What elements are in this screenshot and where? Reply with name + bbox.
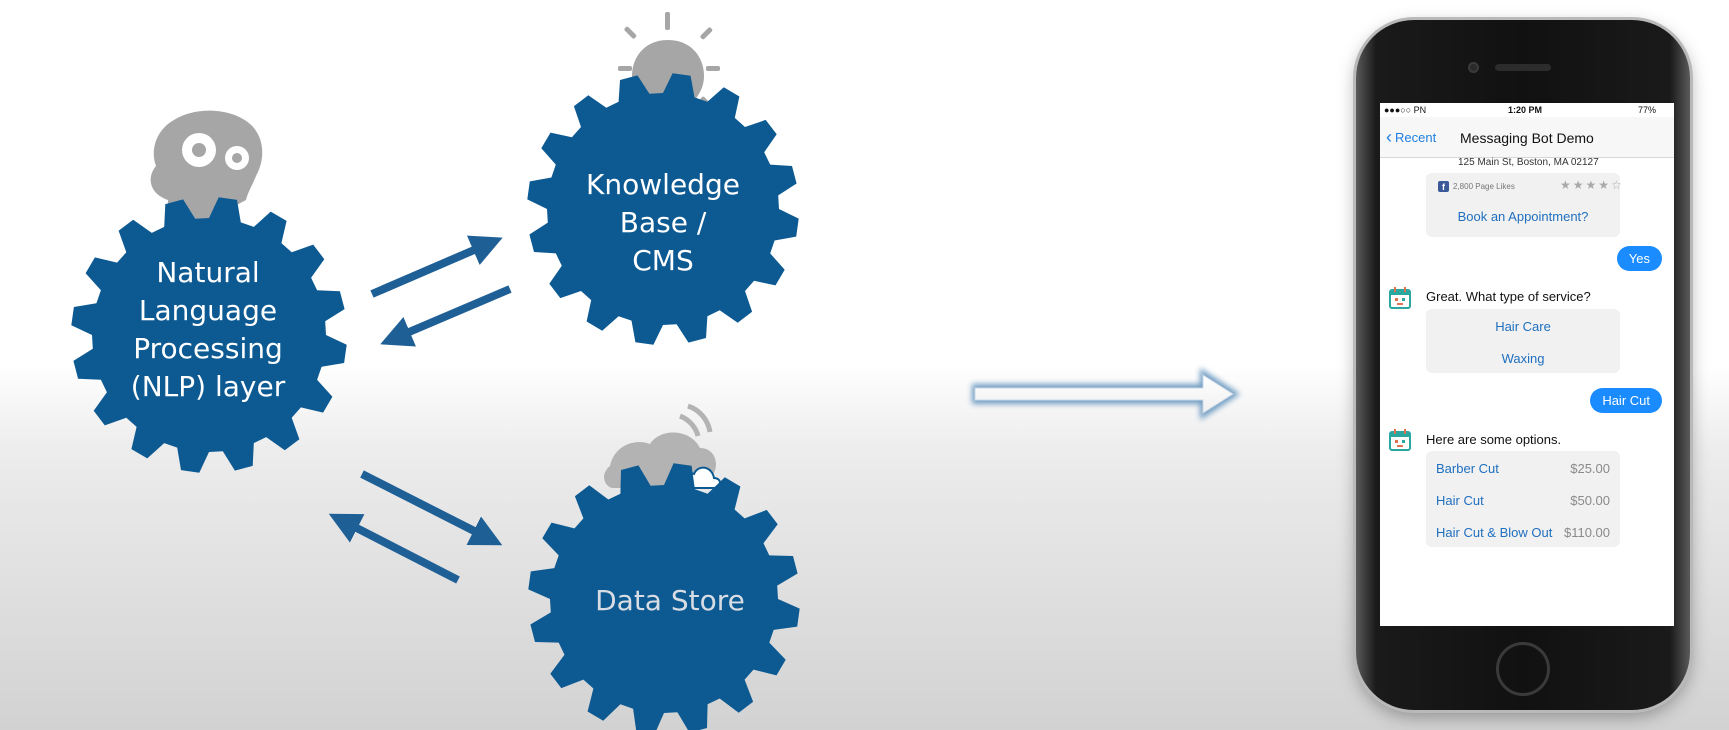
price-option-name: Barber Cut — [1436, 461, 1499, 476]
user-message-yes: Yes — [1616, 246, 1662, 271]
business-address: 125 Main St, Boston, MA 02127 — [1458, 157, 1599, 168]
chat-title: Messaging Bot Demo — [1460, 130, 1594, 146]
knowledge-base-gear — [527, 73, 799, 345]
price-option-price: $25.00 — [1570, 461, 1610, 476]
arrow-nlp-to-ds — [360, 470, 503, 546]
kb-label-line-3: CMS — [632, 244, 693, 277]
status-bar: ●●●○○ PN 1:20 PM 77% — [1380, 103, 1674, 117]
back-button[interactable]: ‹ Recent — [1386, 127, 1437, 147]
gear-shape — [527, 73, 799, 345]
gear-shape — [71, 197, 347, 473]
service-option-waxing[interactable]: Waxing — [1501, 351, 1545, 366]
price-option-name: Hair Cut — [1436, 493, 1484, 508]
arrow-kb-to-nlp — [380, 285, 512, 347]
price-option-price: $110.00 — [1563, 525, 1610, 540]
gear-shape — [528, 463, 800, 730]
phone-mockup: ●●●○○ PN 1:20 PM 77% ‹ Recent Messaging … — [1356, 20, 1690, 710]
rating-stars: ★★★★☆ — [1560, 178, 1624, 192]
kb-label-line-2: Base / — [620, 206, 707, 239]
nav-bar: ‹ Recent Messaging Bot Demo — [1380, 117, 1674, 158]
camera-icon — [1468, 62, 1479, 73]
price-option-name: Hair Cut & Blow Out — [1436, 525, 1553, 540]
price-option-price: $50.00 — [1570, 493, 1610, 508]
big-right-arrow — [972, 368, 1240, 420]
service-option-hair-care[interactable]: Hair Care — [1495, 319, 1551, 334]
data-store-gear — [528, 463, 800, 730]
price-option-row[interactable]: Barber Cut $25.00 — [1428, 453, 1618, 485]
back-label: Recent — [1395, 130, 1437, 145]
page-likes: f 2,800 Page Likes — [1438, 181, 1515, 192]
price-option-row[interactable]: Hair Cut & Blow Out $110.00 — [1428, 517, 1618, 549]
arrow-ds-to-nlp — [328, 513, 460, 584]
nlp-label-line-1: Natural — [156, 256, 259, 289]
book-appointment-button[interactable]: Book an Appointment? — [1457, 209, 1589, 224]
calendar-bot-icon — [1389, 287, 1411, 309]
kb-label-line-1: Knowledge — [586, 168, 740, 201]
price-options-card — [1426, 451, 1620, 547]
status-time: 1:20 PM — [1508, 105, 1543, 115]
ds-label: Data Store — [595, 584, 745, 617]
chevron-left-icon: ‹ — [1386, 127, 1392, 147]
home-button[interactable] — [1496, 642, 1550, 696]
user-message-hair-cut: Hair Cut — [1590, 388, 1662, 413]
nlp-label-line-4: (NLP) layer — [131, 370, 286, 403]
service-options-card — [1426, 309, 1620, 373]
carrier-signal: ●●●○○ PN — [1384, 105, 1427, 115]
nlp-label-line-2: Language — [139, 294, 277, 327]
earpiece — [1495, 64, 1551, 71]
nlp-label-line-3: Processing — [133, 332, 283, 365]
bot-message-service: Great. What type of service? — [1426, 289, 1591, 304]
business-card — [1426, 173, 1620, 237]
bot-message-options: Here are some options. — [1426, 432, 1562, 447]
nlp-gear — [71, 197, 347, 473]
page-likes-text: 2,800 Page Likes — [1453, 182, 1515, 191]
calendar-bot-icon — [1389, 429, 1411, 451]
battery-level: 77% — [1638, 105, 1657, 115]
arrow-nlp-to-kb — [370, 235, 503, 298]
facebook-icon: f — [1438, 181, 1449, 192]
price-option-row[interactable]: Hair Cut $50.00 — [1428, 485, 1618, 517]
phone-screen: ●●●○○ PN 1:20 PM 77% ‹ Recent Messaging … — [1380, 103, 1674, 626]
